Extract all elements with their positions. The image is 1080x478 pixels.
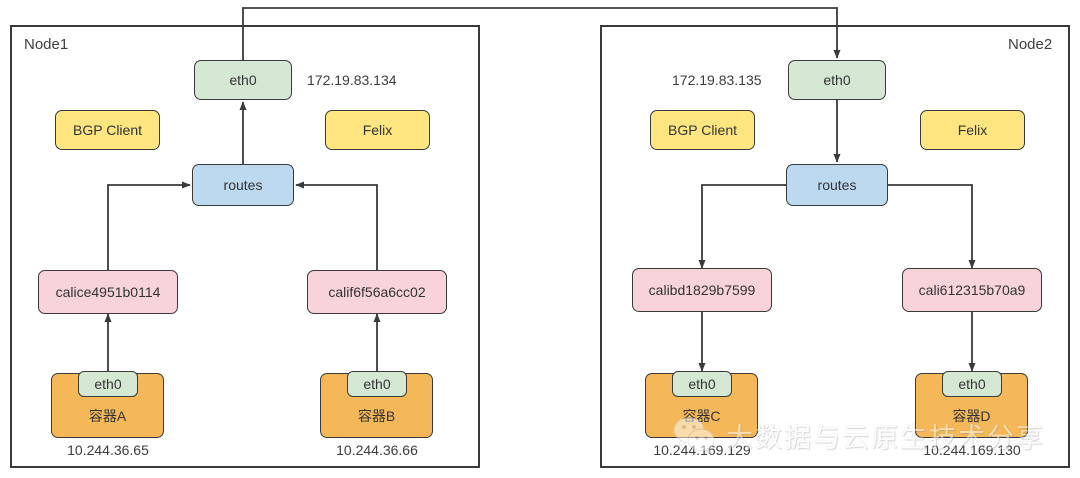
- node2-container-2-ip: 10.244.169.130: [923, 442, 1021, 458]
- node2-container-2-eth0[interactable]: eth0: [942, 371, 1002, 397]
- node1-container-1-eth0[interactable]: eth0: [78, 371, 138, 397]
- node2-bgp-client[interactable]: BGP Client: [650, 110, 755, 150]
- node1-host-eth0[interactable]: eth0: [194, 60, 292, 100]
- node2-interface-2[interactable]: cali612315b70a9: [902, 268, 1042, 312]
- node1-interface-1[interactable]: calice4951b0114: [38, 270, 178, 314]
- node2-container-1-ip: 10.244.169.129: [653, 442, 751, 458]
- node1-frame: [10, 25, 480, 468]
- node2-container-1-name: 容器C: [682, 408, 721, 424]
- node1-host-ip: 172.19.83.134: [307, 72, 397, 88]
- node1-container-1-ip: 10.244.36.65: [67, 442, 149, 458]
- node2-host-ip: 172.19.83.135: [672, 72, 762, 88]
- node1-container-2-name: 容器B: [357, 408, 396, 424]
- node1-title: Node1: [24, 36, 69, 53]
- node2-frame: [600, 25, 1070, 468]
- node2-routes[interactable]: routes: [786, 164, 888, 206]
- node2-felix[interactable]: Felix: [920, 110, 1025, 150]
- node1-routes[interactable]: routes: [192, 164, 294, 206]
- node2-container-1-eth0[interactable]: eth0: [672, 371, 732, 397]
- node2-title: Node2: [1008, 36, 1053, 53]
- node1-interface-2[interactable]: calif6f56a6cc02: [307, 270, 447, 314]
- node1-container-1-name: 容器A: [88, 408, 127, 424]
- node1-bgp-client[interactable]: BGP Client: [55, 110, 160, 150]
- node1-felix[interactable]: Felix: [325, 110, 430, 150]
- node1-container-2-eth0[interactable]: eth0: [347, 371, 407, 397]
- node1-container-2-ip: 10.244.36.66: [336, 442, 418, 458]
- node2-host-eth0[interactable]: eth0: [788, 60, 886, 100]
- node2-container-2-name: 容器D: [952, 408, 991, 424]
- node2-interface-1[interactable]: calibd1829b7599: [632, 268, 772, 312]
